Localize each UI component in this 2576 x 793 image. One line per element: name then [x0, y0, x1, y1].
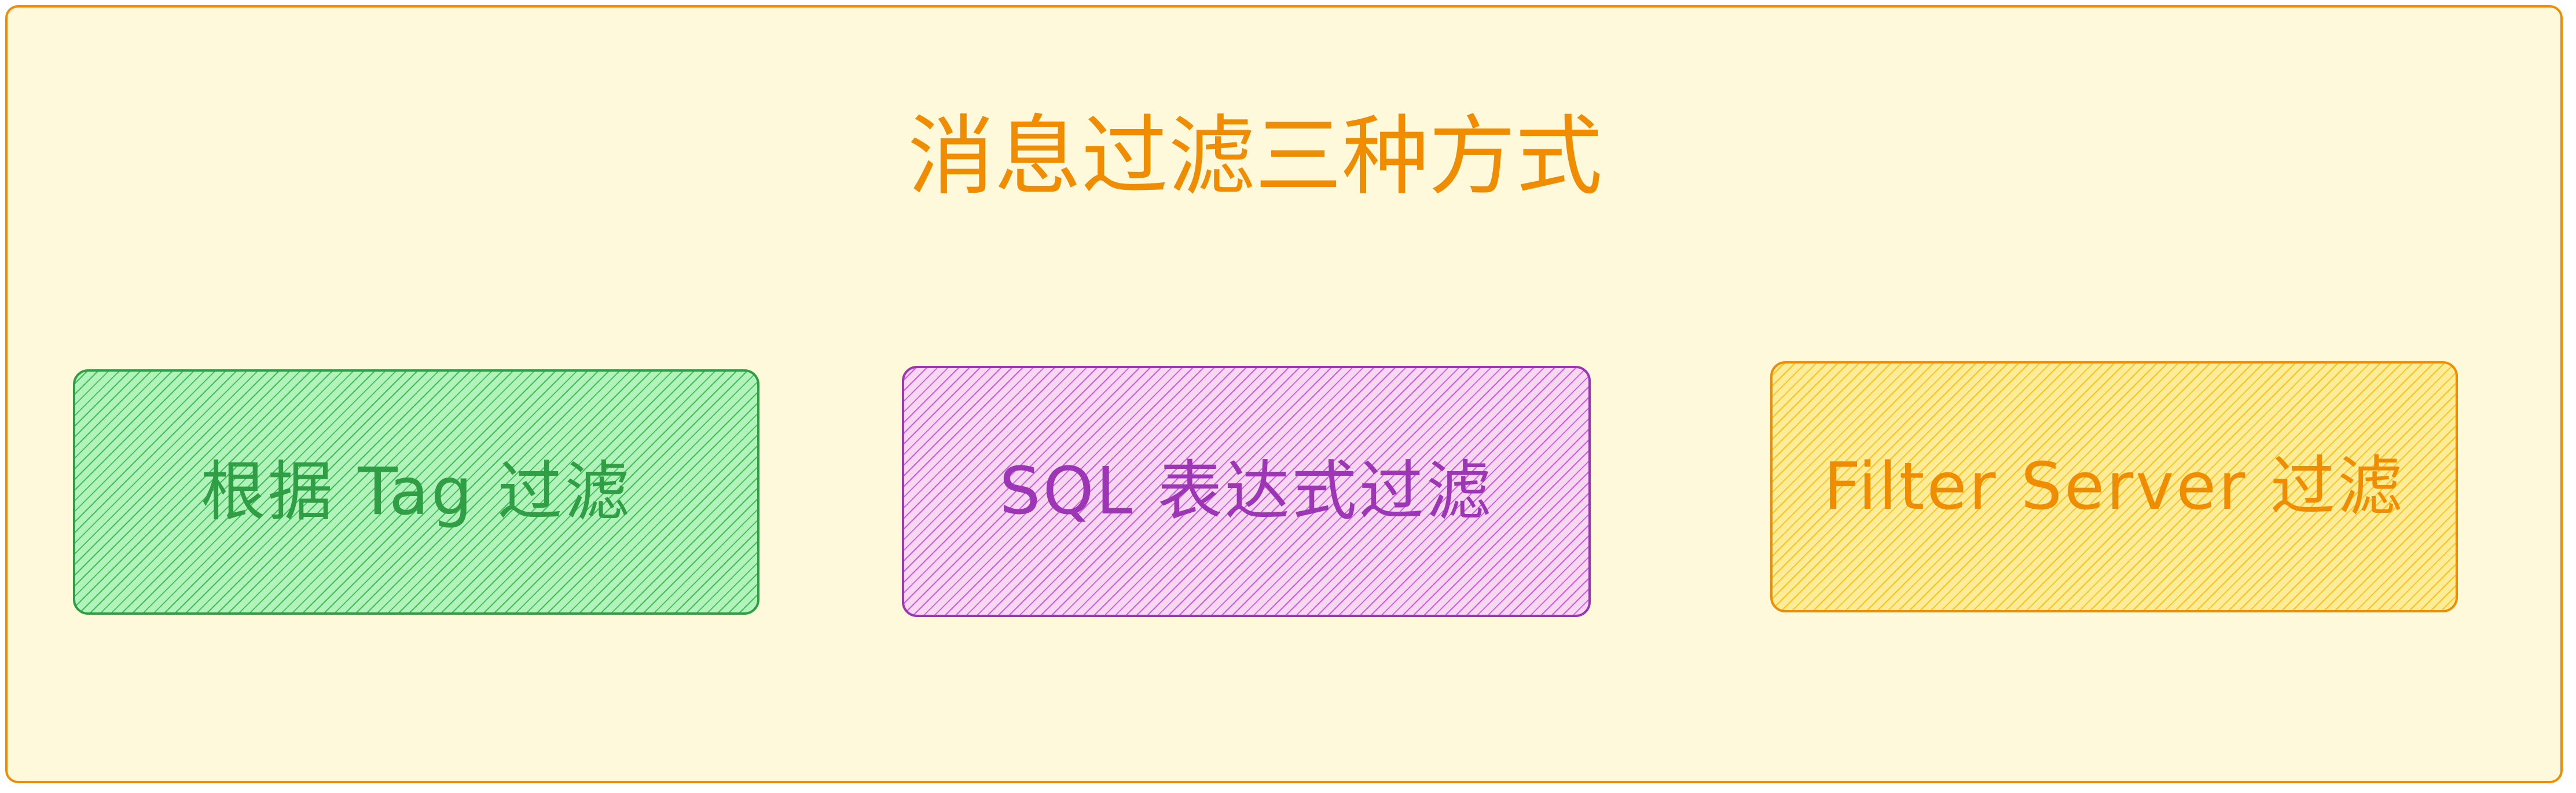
- diagram-title: 消息过滤三种方式: [907, 107, 1602, 207]
- sql-filter-label: SQL 表达式过滤: [999, 454, 1494, 529]
- tag-filter-box: 根据 Tag 过滤: [73, 369, 759, 615]
- filter-server-label: Filter Server 过滤: [1823, 449, 2405, 524]
- tag-filter-label: 根据 Tag 过滤: [200, 454, 632, 530]
- sql-filter-box: SQL 表达式过滤: [902, 366, 1591, 617]
- filter-server-box: Filter Server 过滤: [1770, 361, 2458, 612]
